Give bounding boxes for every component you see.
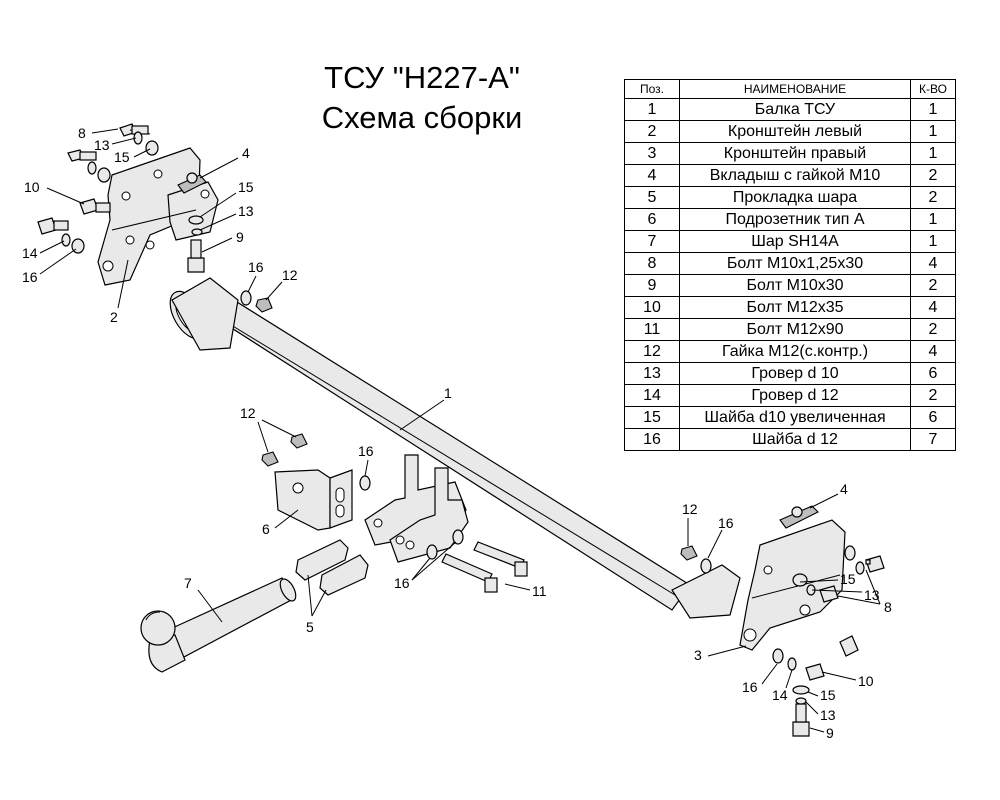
cell-name: Болт М12х35 — [679, 296, 911, 319]
cell-name: Болт М10х30 — [679, 274, 911, 297]
callout-16-low: 16 — [394, 575, 410, 591]
cell-qty: 7 — [910, 428, 956, 451]
callout-8-right: 8 — [884, 599, 892, 615]
right-bracket-part — [739, 519, 846, 651]
callout-labels: 8 13 15 10 14 16 2 4 15 13 9 16 12 1 12 … — [22, 125, 892, 741]
callout-13-left: 13 — [94, 137, 110, 153]
insert-nut-part — [177, 172, 819, 529]
callout-9-right: 9 — [826, 725, 834, 741]
callout-10-right: 10 — [858, 673, 874, 689]
cell-pos: 16 — [624, 428, 680, 451]
callout-15-bottom: 15 — [820, 687, 836, 703]
callout-3: 3 — [694, 647, 702, 663]
cell-qty: 2 — [910, 384, 956, 407]
callout-16-right: 16 — [718, 515, 734, 531]
cell-name: Болт М12х90 — [679, 318, 911, 341]
callout-15-left: 15 — [114, 149, 130, 165]
callout-10-left: 10 — [24, 179, 40, 195]
cell-name: Кронштейн левый — [679, 120, 911, 143]
callout-8-left: 8 — [78, 125, 86, 141]
cell-qty: 4 — [910, 296, 956, 319]
cell-name: Прокладка шара — [679, 186, 911, 209]
cell-qty: 2 — [910, 186, 956, 209]
beam-part — [169, 277, 741, 619]
callout-16-bottom: 16 — [742, 679, 758, 695]
cell-pos: 11 — [624, 318, 680, 341]
callout-7: 7 — [184, 575, 192, 591]
callout-13-mid: 13 — [238, 203, 254, 219]
callout-4-left: 4 — [242, 145, 250, 161]
callout-1: 1 — [444, 385, 452, 401]
callout-11: 11 — [532, 583, 547, 599]
tow-ball-part — [140, 577, 297, 673]
callout-12-mid: 12 — [240, 405, 256, 421]
cell-name: Шайба d 12 — [679, 428, 911, 451]
cell-name: Подрозетник тип А — [679, 208, 911, 231]
cell-name: Вкладыш с гайкой М10 — [679, 164, 911, 187]
nuts — [255, 297, 698, 561]
callout-16-left: 16 — [22, 269, 38, 285]
callout-16-top: 16 — [248, 259, 264, 275]
callout-16-mid: 16 — [358, 443, 374, 459]
diagram-title: ТСУ "H227-A" — [324, 60, 520, 95]
callout-15-mid: 15 — [238, 179, 254, 195]
callout-4-right: 4 — [840, 481, 848, 497]
callout-12-top: 12 — [282, 267, 298, 283]
callout-15-right: 15 — [840, 571, 856, 587]
callout-13-bottom: 13 — [820, 707, 836, 723]
callout-14-left: 14 — [22, 245, 38, 261]
callout-12-right: 12 — [682, 501, 698, 517]
left-bracket-part — [97, 147, 219, 286]
callout-2: 2 — [110, 309, 118, 325]
callout-9-left: 9 — [236, 229, 244, 245]
callout-13-right: 13 — [864, 587, 880, 603]
header-pos: Поз. — [624, 79, 680, 99]
ball-spacer-part — [295, 539, 369, 596]
parts-table-header: Поз. НАИМЕНОВАНИЕ К-ВО — [624, 79, 956, 99]
callout-5: 5 — [306, 619, 314, 635]
callout-14-right: 14 — [772, 687, 788, 703]
callout-6: 6 — [262, 521, 270, 537]
socket-plate-part — [274, 469, 353, 531]
leader-lines — [39, 128, 881, 733]
diagram-subtitle: Схема сборки — [321, 100, 523, 135]
washers — [61, 131, 865, 705]
